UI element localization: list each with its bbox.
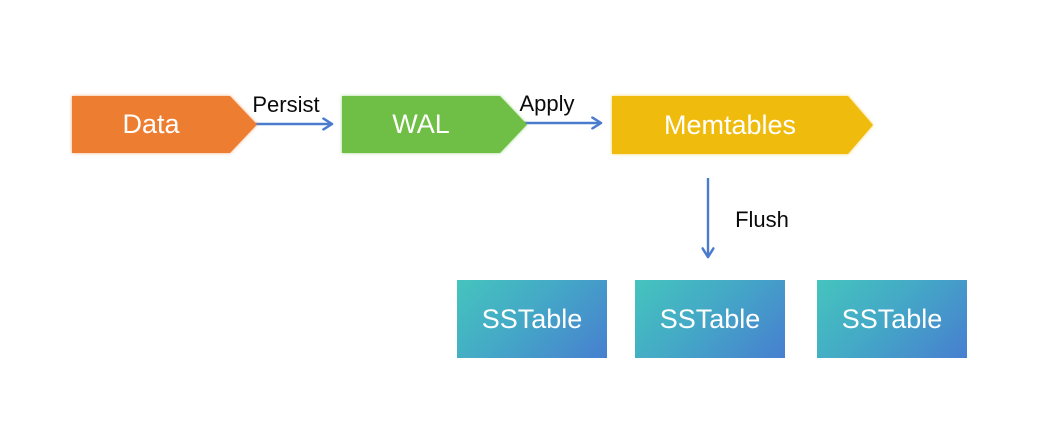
node-sstable-2-label: SSTable [659, 303, 761, 334]
node-sstable-2: SSTable [635, 280, 785, 358]
node-sstable-1-label: SSTable [481, 303, 583, 334]
node-memtables-shape: Memtables [612, 96, 873, 154]
apply-edge-label: Apply [519, 91, 575, 116]
node-wal-shape: WAL [342, 96, 527, 153]
node-sstable-3: SSTable [817, 280, 967, 358]
node-sstable-3-label: SSTable [841, 303, 943, 334]
node-wal: WAL [342, 96, 500, 153]
node-memtables-label: Memtables [663, 109, 797, 140]
node-sstable-1: SSTable [457, 280, 607, 358]
node-memtables: Memtables [612, 96, 848, 154]
node-wal-label: WAL [392, 109, 450, 139]
node-data-shape: Data [72, 96, 257, 153]
node-data-label: Data [122, 109, 180, 139]
node-data: Data [72, 96, 230, 153]
persist-edge-label: Persist [252, 92, 320, 117]
flush-edge-label: Flush [735, 207, 789, 232]
